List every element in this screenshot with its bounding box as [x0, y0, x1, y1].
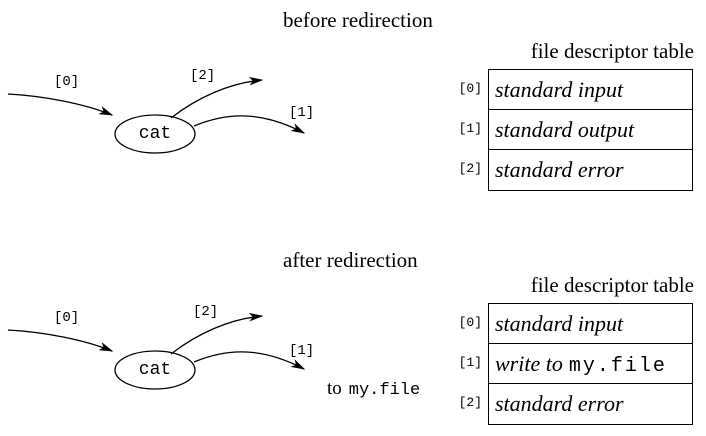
after-row1-action: write to [495, 351, 563, 376]
before-row1-index: [1] [458, 121, 482, 136]
after-process-name: cat [138, 360, 172, 380]
before-table-row: standard output [489, 110, 692, 150]
before-table-heading: file descriptor table [530, 39, 694, 63]
after-section-title: after redirection [283, 248, 418, 272]
before-table-row: standard error [495, 157, 624, 182]
after-table-heading: file descriptor table [530, 273, 694, 297]
after-fd1-label: [1] [289, 343, 315, 359]
before-fd0-label: [0] [54, 74, 80, 90]
after-row1-filename: my.file [568, 355, 667, 378]
after-table-row: standard input [489, 304, 692, 344]
before-row2-index: [2] [458, 161, 482, 176]
redirect-note-prefix: to [327, 378, 342, 399]
after-stderr-arrow-icon [170, 312, 264, 355]
before-row0-index: [0] [458, 81, 482, 96]
before-fd1-label: [1] [289, 105, 315, 121]
before-fd-table: standard input standard output standard … [488, 69, 693, 191]
before-process-ellipse [114, 114, 196, 154]
after-row1-index: [1] [458, 355, 482, 370]
before-table-row: standard input [489, 70, 692, 110]
before-section-title: before redirection [283, 8, 433, 32]
before-stdin-arrow-icon [7, 93, 114, 116]
after-stdout-arrow-icon [193, 351, 306, 370]
redirect-note-filename: my.file [348, 381, 421, 400]
before-stderr-arrow-icon [170, 76, 264, 119]
after-fd2-label: [2] [193, 304, 219, 320]
after-row0-index: [0] [458, 315, 482, 330]
after-stdin-arrow-icon [7, 329, 114, 352]
before-stdout-arrow-icon [193, 115, 306, 134]
after-fd0-label: [0] [54, 310, 80, 326]
before-process-name: cat [138, 124, 172, 144]
redirect-target-note: to my.file [327, 378, 420, 400]
after-row2-index: [2] [458, 395, 482, 410]
before-fd2-label: [2] [190, 68, 216, 84]
after-process-ellipse [114, 350, 196, 390]
after-table-row: standard error [495, 391, 624, 416]
